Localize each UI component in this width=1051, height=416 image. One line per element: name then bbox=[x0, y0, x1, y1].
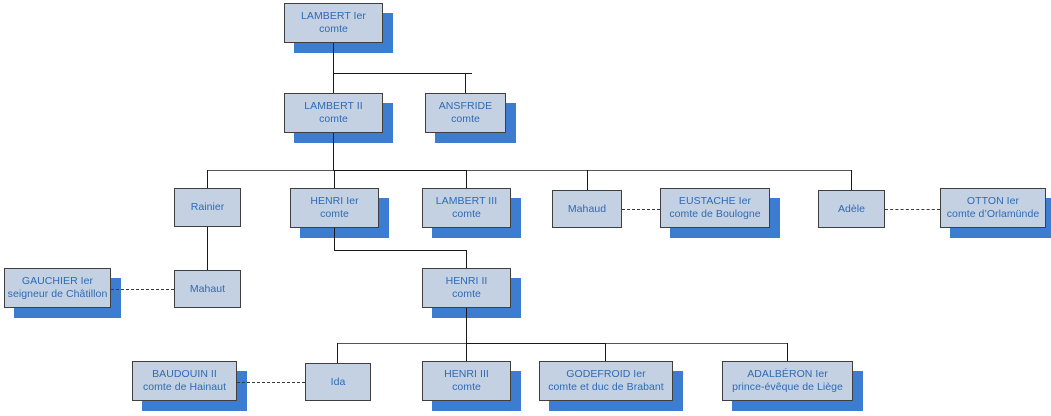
node-gauchier[interactable]: GAUCHIER Ier seigneur de Châtillon bbox=[4, 268, 111, 308]
node-label-line2: comte bbox=[452, 208, 481, 220]
connector-rainier-up bbox=[207, 170, 208, 188]
node-label-line1: HENRI III bbox=[444, 368, 489, 380]
node-henri2[interactable]: HENRI II comte bbox=[422, 268, 511, 308]
connector-henri2-down bbox=[466, 308, 467, 343]
connector-ansfride-up bbox=[465, 73, 466, 93]
node-label-line1: EUSTACHE Ier bbox=[678, 195, 752, 207]
connector-bus-level1 bbox=[333, 73, 472, 74]
node-label-line1: GAUCHIER Ier bbox=[21, 275, 94, 287]
node-eustache[interactable]: EUSTACHE Ier comte de Boulogne bbox=[660, 188, 770, 228]
connector-lambert1-down bbox=[333, 43, 334, 74]
node-label-line2: comte bbox=[319, 113, 348, 125]
node-henri1[interactable]: HENRI Ier comte bbox=[290, 188, 379, 228]
node-adele[interactable]: Adèle bbox=[818, 190, 885, 228]
node-label-line2: comte d’Orlamünde bbox=[946, 208, 1040, 220]
node-ida[interactable]: Ida bbox=[305, 363, 371, 401]
node-label-line2: comte de Boulogne bbox=[669, 208, 761, 220]
connector-bus-level2-right bbox=[466, 170, 852, 171]
node-mahaut[interactable]: Mahaut bbox=[174, 270, 241, 308]
node-label-line1: HENRI Ier bbox=[310, 195, 359, 207]
marriage-link-mahaud-eustache bbox=[622, 209, 660, 210]
node-label-line1: GODEFROID Ier bbox=[566, 368, 646, 380]
node-label-line1: ADALBÉRON Ier bbox=[747, 368, 828, 380]
connector-henri2-up bbox=[466, 250, 467, 268]
marriage-link-adele-otton bbox=[885, 209, 940, 210]
connector-bus-level4-mid bbox=[466, 343, 606, 344]
node-label-line2: comte bbox=[452, 381, 481, 393]
node-label-line2: seigneur de Châtillon bbox=[7, 288, 108, 300]
node-lambert3[interactable]: LAMBERT III comte bbox=[422, 188, 511, 228]
connector-adalberon-up bbox=[787, 343, 788, 361]
connector-adele-up bbox=[851, 170, 852, 190]
connector-rainier-mahaut bbox=[207, 227, 208, 270]
node-label-line2: comte de Hainaut bbox=[142, 381, 227, 393]
node-label-line1: LAMBERT III bbox=[435, 195, 498, 207]
node-label-line2: comte et duc de Brabant bbox=[548, 381, 664, 393]
connector-henri1-henri2 bbox=[334, 228, 335, 250]
node-label-line1: LAMBERT Ier bbox=[301, 10, 366, 22]
marriage-link-gauchier-mahaut bbox=[111, 289, 174, 290]
connector-bus-level2-left bbox=[207, 170, 334, 171]
node-label-line1: Adèle bbox=[837, 202, 866, 215]
marriage-link-baudouin-ida bbox=[237, 382, 305, 383]
node-label-line1: Mahaud bbox=[567, 202, 607, 215]
node-mahaud[interactable]: Mahaud bbox=[552, 190, 622, 228]
node-label-line2: comte bbox=[452, 288, 481, 300]
node-lambert1[interactable]: LAMBERT Ier comte bbox=[284, 3, 383, 43]
node-rainier[interactable]: Rainier bbox=[174, 188, 241, 227]
connector-godefroid-up bbox=[605, 343, 606, 361]
node-label-line2: comte bbox=[451, 113, 480, 125]
connector-bus-level4-right bbox=[605, 343, 788, 344]
node-label-line1: OTTON Ier bbox=[966, 195, 1020, 207]
node-label-line1: Mahaut bbox=[189, 282, 226, 295]
connector-bus-level2-mid bbox=[333, 170, 466, 171]
connector-mahaud-up bbox=[587, 170, 588, 190]
node-label-line1: Ida bbox=[330, 375, 346, 388]
connector-henri1-to-henri2-bus bbox=[334, 250, 467, 251]
node-label-line1: Rainier bbox=[190, 201, 225, 213]
node-label-line2: comte bbox=[319, 23, 348, 35]
node-baudouin2[interactable]: BAUDOUIN II comte de Hainaut bbox=[132, 361, 237, 401]
node-label-line1: HENRI II bbox=[445, 275, 488, 287]
node-label-line1: ANSFRIDE bbox=[438, 100, 493, 112]
connector-bus-level4-left bbox=[337, 343, 467, 344]
node-label-line2: comte bbox=[320, 208, 349, 220]
node-adalberon[interactable]: ADALBÉRON Ier prince-évêque de Liège bbox=[722, 361, 853, 401]
node-godefroid[interactable]: GODEFROID Ier comte et duc de Brabant bbox=[539, 361, 673, 401]
node-label-line1: BAUDOUIN II bbox=[152, 368, 217, 380]
connector-henri3-up bbox=[466, 343, 467, 361]
node-henri3[interactable]: HENRI III comte bbox=[422, 361, 511, 401]
connector-ida-up bbox=[337, 343, 338, 363]
node-label-line2: prince-évêque de Liège bbox=[732, 381, 843, 393]
node-otton[interactable]: OTTON Ier comte d’Orlamünde bbox=[940, 188, 1046, 228]
node-ansfride[interactable]: ANSFRIDE comte bbox=[425, 93, 506, 133]
connector-lambert2-down bbox=[333, 133, 334, 170]
connector-lambert2-up bbox=[333, 73, 334, 93]
connector-henri1-up bbox=[334, 170, 335, 188]
node-lambert2[interactable]: LAMBERT II comte bbox=[284, 93, 383, 133]
node-label-line1: LAMBERT II bbox=[304, 100, 363, 112]
connector-lambert3-up bbox=[466, 170, 467, 188]
